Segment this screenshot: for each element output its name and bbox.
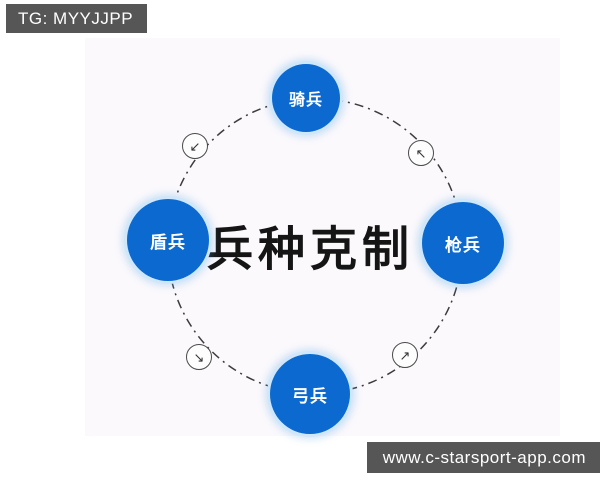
- node-shield: 盾兵: [127, 199, 209, 281]
- arrow-up-right-icon: ↗: [399, 347, 411, 363]
- node-spearman: 枪兵: [422, 202, 504, 284]
- node-shield-label: 盾兵: [150, 232, 186, 252]
- cycle-arrow-top-right-icon: ↖: [408, 140, 434, 166]
- cycle-arrow-top-left-icon: ↙: [182, 133, 208, 159]
- diagram-title: 兵种克制: [206, 224, 414, 277]
- cycle-arrow-bottom-right-icon: ↗: [392, 342, 418, 368]
- node-archer-label: 弓兵: [292, 386, 328, 406]
- arrow-down-left-icon: ↙: [189, 138, 201, 154]
- node-cavalry: 骑兵: [272, 64, 340, 132]
- node-spearman-label: 枪兵: [445, 235, 481, 255]
- cycle-arrow-bottom-left-icon: ↘: [186, 344, 212, 370]
- node-cavalry-label: 骑兵: [288, 92, 323, 109]
- telegram-badge: TG: MYYJJPP: [6, 4, 148, 33]
- arrow-down-right-icon: ↘: [193, 349, 205, 365]
- website-badge: www.c-starsport-app.com: [366, 442, 600, 473]
- node-archer: 弓兵: [270, 354, 350, 434]
- arrow-up-left-icon: ↖: [415, 145, 427, 161]
